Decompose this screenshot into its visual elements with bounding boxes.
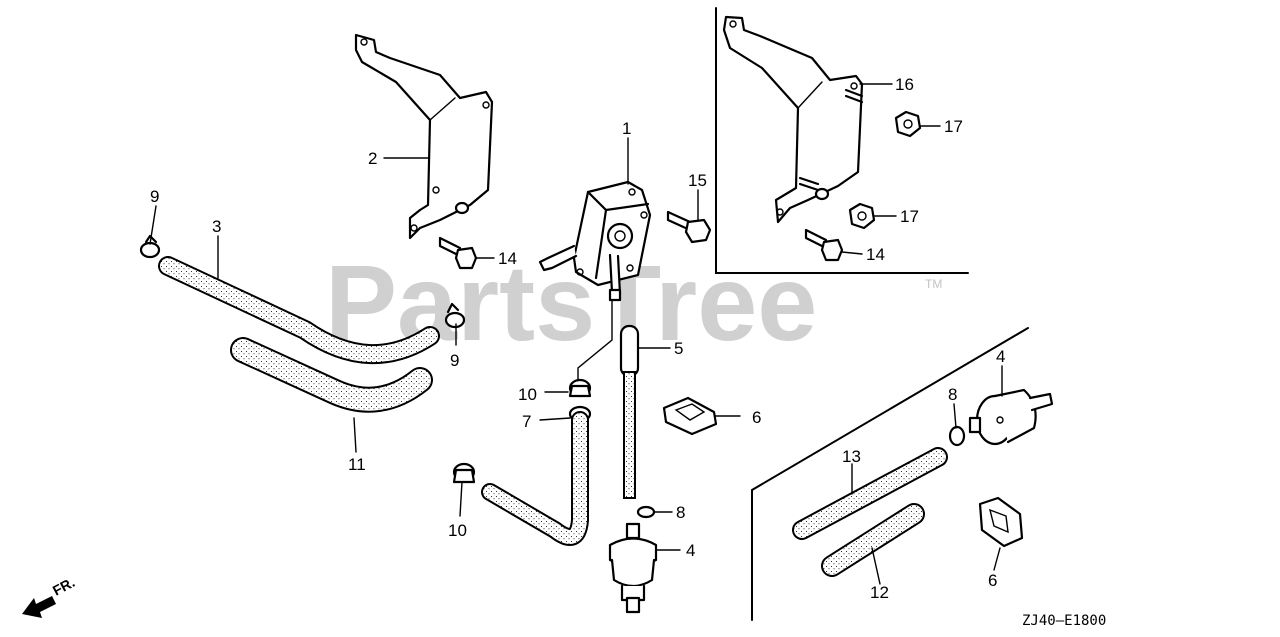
grommet-part-6[interactable] bbox=[662, 396, 718, 436]
callout-1[interactable]: 1 bbox=[622, 119, 631, 138]
nut-part-17-lower[interactable] bbox=[848, 202, 876, 230]
front-label: FR. bbox=[50, 574, 77, 599]
callout-11[interactable]: 11 bbox=[348, 455, 366, 474]
hose-part-7[interactable] bbox=[481, 405, 592, 546]
callout-8[interactable]: 8 bbox=[676, 503, 685, 522]
front-direction-indicator: FR. bbox=[22, 574, 77, 618]
clip-part-10[interactable] bbox=[568, 378, 592, 398]
clamp-part-8-inset[interactable] bbox=[948, 425, 966, 447]
fuel-filter-part-4[interactable] bbox=[608, 522, 658, 614]
bolt-part-14[interactable] bbox=[438, 236, 478, 270]
bolt-part-15[interactable] bbox=[666, 210, 712, 244]
callout-17-lower[interactable]: 17 bbox=[900, 207, 919, 226]
callout-13[interactable]: 13 bbox=[842, 447, 861, 466]
callout-4[interactable]: 4 bbox=[686, 541, 695, 560]
callout-16[interactable]: 16 bbox=[895, 75, 914, 94]
callout-8-inset[interactable]: 8 bbox=[948, 385, 957, 404]
callout-9[interactable]: 9 bbox=[150, 187, 159, 206]
callout-15[interactable]: 15 bbox=[688, 171, 707, 190]
callout-12[interactable]: 12 bbox=[870, 583, 889, 602]
bracket-part-2[interactable] bbox=[354, 33, 494, 240]
callout-4-inset[interactable]: 4 bbox=[996, 347, 1005, 366]
hose-part-11[interactable] bbox=[230, 337, 433, 413]
fuel-filter-part-4-inset[interactable] bbox=[968, 388, 1054, 446]
callout-6[interactable]: 6 bbox=[752, 408, 761, 427]
callout-10-lower[interactable]: 10 bbox=[448, 521, 467, 540]
nut-part-17[interactable] bbox=[894, 110, 922, 138]
watermark-tm: TM bbox=[925, 277, 942, 291]
callout-17[interactable]: 17 bbox=[944, 117, 963, 136]
inset-panel-border bbox=[715, 7, 969, 274]
hose-part-12[interactable] bbox=[821, 503, 925, 577]
callout-2[interactable]: 2 bbox=[368, 149, 377, 168]
callout-5[interactable]: 5 bbox=[674, 339, 683, 358]
hose-part-13[interactable] bbox=[792, 447, 948, 540]
callout-3[interactable]: 3 bbox=[212, 217, 221, 236]
fuel-pump-part-1[interactable] bbox=[538, 180, 652, 302]
hose-part-3[interactable] bbox=[158, 256, 440, 364]
tube-part-5[interactable] bbox=[619, 324, 640, 499]
callout-9-lower[interactable]: 9 bbox=[450, 351, 459, 370]
inset-panel-border-lower bbox=[751, 327, 1029, 621]
grommet-part-6-inset[interactable] bbox=[978, 496, 1024, 548]
bolt-part-14-inset[interactable] bbox=[804, 228, 844, 262]
callout-labels: 1 2 3 4 4 5 6 6 7 8 8 9 9 10 10 11 12 13… bbox=[150, 75, 1005, 602]
callout-7[interactable]: 7 bbox=[522, 412, 531, 431]
callout-6-inset[interactable]: 6 bbox=[988, 571, 997, 590]
front-arrow-icon bbox=[22, 596, 56, 618]
clamp-part-9-lower[interactable] bbox=[444, 302, 466, 329]
callout-14-inset[interactable]: 14 bbox=[866, 245, 885, 264]
diagram-code: ZJ40—E1800 bbox=[1022, 613, 1106, 629]
bracket-part-16[interactable] bbox=[722, 15, 864, 224]
clamp-part-8[interactable] bbox=[636, 505, 656, 519]
clamp-part-9[interactable] bbox=[139, 234, 161, 259]
callout-14[interactable]: 14 bbox=[498, 249, 517, 268]
callout-10[interactable]: 10 bbox=[518, 385, 537, 404]
leader-lines bbox=[149, 83, 1003, 585]
clip-part-10-lower[interactable] bbox=[452, 462, 476, 484]
